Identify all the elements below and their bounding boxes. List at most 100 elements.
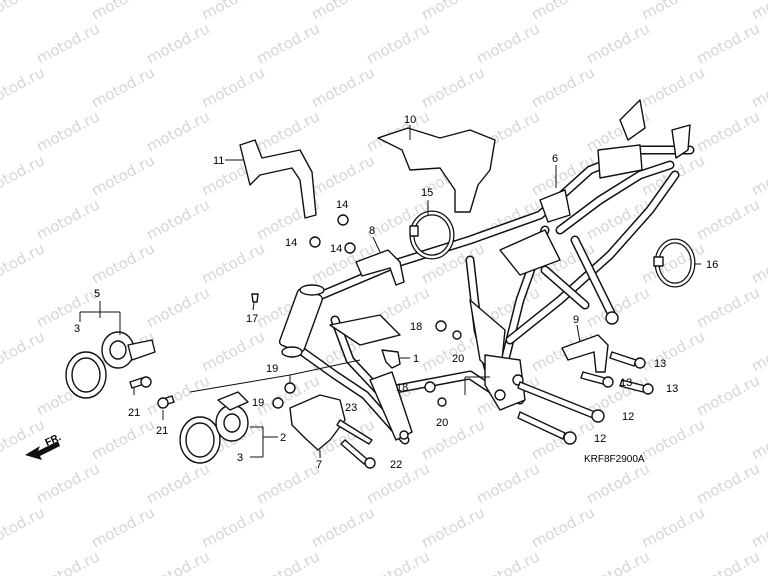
callout-12-lower: 12: [594, 433, 606, 445]
front-direction-arrow: [25, 441, 60, 460]
callout-19-a: 19: [266, 363, 278, 375]
watermark-text: motod.ru: [143, 371, 212, 419]
part-19-nut-b: [272, 397, 284, 409]
watermark-text: motod.ru: [253, 19, 322, 67]
watermark-text: motod.ru: [418, 0, 487, 24]
callout-11: 11: [213, 155, 224, 167]
part-11-bracket: [239, 139, 317, 219]
watermark-text: motod.ru: [418, 63, 487, 111]
horn-lower: [179, 391, 249, 464]
watermark-text: motod.ru: [748, 0, 768, 24]
watermark-text: motod.ru: [638, 0, 707, 24]
part-12-bolt-lower: [517, 411, 566, 440]
watermark-text: motod.ru: [33, 107, 102, 155]
watermark-text: motod.ru: [0, 63, 48, 111]
part-1-clip: [381, 349, 401, 369]
watermark-text: motod.ru: [143, 107, 212, 155]
diagram-code: KRF8F2900A: [584, 454, 645, 465]
watermark-text: motod.ru: [253, 459, 322, 507]
part-9-bracket: [561, 334, 609, 373]
callout-15: 15: [421, 187, 433, 199]
watermark-text: motod.ru: [33, 195, 102, 243]
part-20-nut-a: [452, 330, 462, 340]
callout-12-upper: 12: [622, 411, 634, 423]
watermark-text: motod.ru: [528, 63, 597, 111]
watermark-text: motod.ru: [363, 547, 432, 576]
callout-21-b: 21: [156, 425, 168, 437]
watermark-text: motod.ru: [748, 63, 768, 111]
callout-8: 8: [369, 225, 375, 237]
watermark-text: motod.ru: [88, 0, 157, 24]
front-label: FR.: [44, 432, 63, 449]
callout-21-a: 21: [128, 407, 140, 419]
part-18-nut-b: [424, 381, 436, 393]
callout-7: 7: [316, 459, 322, 471]
watermark-text: motod.ru: [33, 19, 102, 67]
watermark-text: motod.ru: [198, 63, 267, 111]
watermark-text: motod.ru: [88, 503, 157, 551]
callout-3-lower: 3: [237, 452, 243, 464]
watermark-text: motod.ru: [528, 0, 597, 24]
watermark-text: motod.ru: [0, 503, 48, 551]
watermark-text: motod.ru: [143, 547, 212, 576]
watermark-text: motod.ru: [308, 503, 377, 551]
watermark-text: motod.ru: [748, 239, 768, 287]
watermark-text: motod.ru: [473, 547, 542, 576]
watermark-text: motod.ru: [583, 547, 652, 576]
watermark-text: motod.ru: [638, 327, 707, 375]
watermark-text: motod.ru: [143, 283, 212, 331]
watermark-text: motod.ru: [198, 0, 267, 24]
part-15-band: [409, 210, 455, 260]
callout-10: 10: [404, 114, 416, 126]
watermark-text: motod.ru: [33, 547, 102, 576]
part-22-bolt: [340, 439, 369, 465]
callout-labels: 1 2 3 3 5 6 7 8 9 10 11 12 12 13 13 13 1…: [44, 114, 719, 471]
watermark-text: motod.ru: [0, 151, 48, 199]
watermark-text: motod.ru: [143, 19, 212, 67]
watermark-text: motod.ru: [693, 19, 762, 67]
watermark-text: motod.ru: [418, 503, 487, 551]
watermark-text: motod.ru: [638, 239, 707, 287]
watermark-text: motod.ru: [0, 239, 48, 287]
part-13-bolt-a: [609, 351, 637, 367]
watermark-text: motod.ru: [473, 19, 542, 67]
callout-9: 9: [573, 314, 579, 326]
part-16-band: [653, 238, 696, 288]
callout-22: 22: [390, 459, 402, 471]
watermark-text: motod.ru: [33, 283, 102, 331]
watermark-text: motod.ru: [88, 151, 157, 199]
callout-6: 6: [552, 153, 558, 165]
watermark-text: motod.ru: [88, 415, 157, 463]
callout-13-b: 13: [620, 377, 632, 389]
callout-14-a: 14: [336, 199, 348, 211]
watermark-text: motod.ru: [198, 503, 267, 551]
callout-23: 23: [345, 402, 357, 414]
watermark-text: motod.ru: [638, 415, 707, 463]
callout-20-a: 20: [452, 353, 464, 365]
watermark-text: motod.ru: [693, 371, 762, 419]
watermark-text: motod.ru: [528, 503, 597, 551]
callout-13-a: 13: [654, 358, 666, 370]
callout-5: 5: [94, 288, 100, 300]
watermark-text: motod.ru: [693, 107, 762, 155]
callout-18-a: 18: [410, 321, 422, 333]
watermark-text: motod.ru: [308, 151, 377, 199]
watermark-text: motod.ru: [0, 0, 48, 24]
watermark-text: motod.ru: [748, 415, 768, 463]
watermark-text: motod.ru: [748, 151, 768, 199]
watermark-text: motod.ru: [308, 0, 377, 24]
horn-upper: [65, 331, 156, 399]
part-14-nut-c: [344, 242, 356, 254]
part-14-nut-b: [309, 236, 321, 248]
watermark-text: motod.ru: [583, 459, 652, 507]
watermark-text: motod.ru: [0, 415, 48, 463]
part-19-nut-a: [284, 382, 296, 394]
callout-16: 16: [706, 259, 718, 271]
watermark-text: motod.ru: [363, 19, 432, 67]
watermark-text: motod.ru: [0, 327, 48, 375]
watermark-text: motod.ru: [33, 459, 102, 507]
watermark-text: motod.ru: [473, 459, 542, 507]
callout-18-b: 18: [396, 382, 408, 394]
